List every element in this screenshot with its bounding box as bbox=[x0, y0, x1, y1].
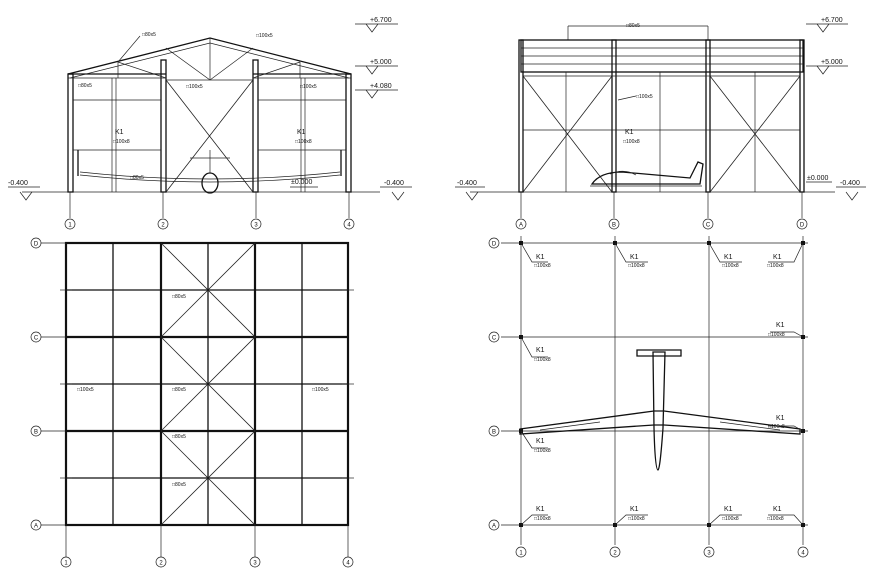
colplan-col-label: 3 bbox=[707, 551, 711, 557]
column-tag: K1 bbox=[630, 254, 639, 261]
plan-col-label: 2 bbox=[159, 561, 163, 567]
column-plan: K1 □100x8 K1 □100x8 K1 □100x8 K1 □100x8 … bbox=[488, 236, 809, 558]
colplan-col-label: 1 bbox=[519, 551, 523, 557]
front-level-door: +4.080 bbox=[370, 83, 392, 90]
column-tag: K1 bbox=[724, 254, 733, 261]
front-column-tag: K1 bbox=[297, 129, 306, 136]
side-axis-label: B bbox=[612, 223, 616, 229]
front-axis-label: 2 bbox=[161, 223, 165, 229]
front-axis-label: 1 bbox=[68, 223, 72, 229]
column-section: □100x8 bbox=[534, 263, 551, 269]
side-axis-label: D bbox=[800, 223, 805, 229]
plan-member-label: □100x5 bbox=[77, 387, 94, 393]
plan-col-label: 3 bbox=[253, 561, 257, 567]
side-level-eaves: +5.000 bbox=[821, 59, 843, 66]
side-ground-right: -0.400 bbox=[840, 180, 860, 187]
front-axis-label: 4 bbox=[347, 223, 351, 229]
column-section: □100x8 bbox=[767, 263, 784, 269]
front-member-label: □100x5 bbox=[256, 33, 273, 39]
plan-col-label: 1 bbox=[64, 561, 68, 567]
front-column-section: □100x8 bbox=[113, 139, 130, 145]
side-member-label: □80x5 bbox=[626, 23, 640, 29]
column-tag: K1 bbox=[773, 254, 782, 261]
front-level-eaves: +5.000 bbox=[370, 59, 392, 66]
column-tag: K1 bbox=[630, 506, 639, 513]
column-tag: K1 bbox=[773, 506, 782, 513]
column-section: □100x8 bbox=[534, 448, 551, 454]
plan-row-label: B bbox=[34, 430, 38, 436]
front-member-label: □80x5 bbox=[130, 175, 144, 181]
plan-member-label: □80x5 bbox=[172, 387, 186, 393]
colplan-row-label: B bbox=[492, 430, 496, 436]
side-member-label: □100x5 bbox=[636, 94, 653, 100]
plan-col-label: 4 bbox=[346, 561, 350, 567]
colplan-row-label: A bbox=[492, 524, 496, 530]
column-section: □100x8 bbox=[628, 516, 645, 522]
colplan-col-label: 4 bbox=[801, 551, 805, 557]
plan-member-label: □80x5 bbox=[172, 434, 186, 440]
side-ground-left: -0.400 bbox=[457, 180, 477, 187]
front-axis-label: 3 bbox=[254, 223, 258, 229]
side-level-top: +6.700 bbox=[821, 17, 843, 24]
column-section: □100x8 bbox=[722, 516, 739, 522]
column-section: □100x8 bbox=[767, 516, 784, 522]
side-axis-label: C bbox=[706, 223, 711, 229]
colplan-col-label: 2 bbox=[613, 551, 617, 557]
column-section: □100x8 bbox=[534, 357, 551, 363]
plan-member-label: □100x5 bbox=[312, 387, 329, 393]
front-ground-left: -0.400 bbox=[8, 180, 28, 187]
column-tag: K1 bbox=[536, 506, 545, 513]
front-zero-level: ±0.000 bbox=[291, 179, 312, 186]
column-tag: K1 bbox=[536, 254, 545, 261]
side-elevation: +6.700 +5.000 -0.400 -0.400 ±0.000 □80x5… bbox=[455, 17, 866, 230]
front-member-label: □80x5 bbox=[142, 32, 156, 38]
roof-plan: □80x5 □80x5 □100x5 □80x5 □100x5 □80x5 D … bbox=[30, 237, 354, 568]
plan-member-label: □80x5 bbox=[172, 482, 186, 488]
plan-row-label: D bbox=[34, 242, 39, 248]
colplan-row-label: D bbox=[492, 242, 497, 248]
plan-row-label: C bbox=[34, 336, 39, 342]
column-section: □100x8 bbox=[768, 332, 785, 338]
column-tag: K1 bbox=[776, 322, 785, 329]
column-tag: K1 bbox=[776, 415, 785, 422]
side-axis-label: A bbox=[519, 223, 523, 229]
colplan-row-label: C bbox=[492, 336, 497, 342]
column-tag: K1 bbox=[536, 438, 545, 445]
glider-plan bbox=[519, 349, 801, 471]
column-section: □100x8 bbox=[534, 516, 551, 522]
side-column-section: □100x8 bbox=[623, 139, 640, 145]
plan-member-label: □80x5 bbox=[172, 294, 186, 300]
front-elevation: +6.700 +5.000 +4.080 -0.400 -0.400 ±0.00… bbox=[8, 17, 412, 230]
column-section: □100x8 bbox=[768, 424, 785, 430]
side-column-tag: K1 bbox=[625, 129, 634, 136]
column-section: □100x8 bbox=[722, 263, 739, 269]
front-column-tag: K1 bbox=[115, 129, 124, 136]
front-column-section: □100x8 bbox=[295, 139, 312, 145]
front-level-top: +6.700 bbox=[370, 17, 392, 24]
side-zero-level: ±0.000 bbox=[807, 175, 828, 182]
front-member-label: □80x5 bbox=[78, 83, 92, 89]
column-tag: K1 bbox=[724, 506, 733, 513]
column-section: □100x8 bbox=[628, 263, 645, 269]
plan-row-label: A bbox=[34, 524, 38, 530]
front-ground-right: -0.400 bbox=[384, 180, 404, 187]
front-member-label: □100x5 bbox=[300, 84, 317, 90]
column-tag: K1 bbox=[536, 347, 545, 354]
front-member-label: □100x5 bbox=[186, 84, 203, 90]
